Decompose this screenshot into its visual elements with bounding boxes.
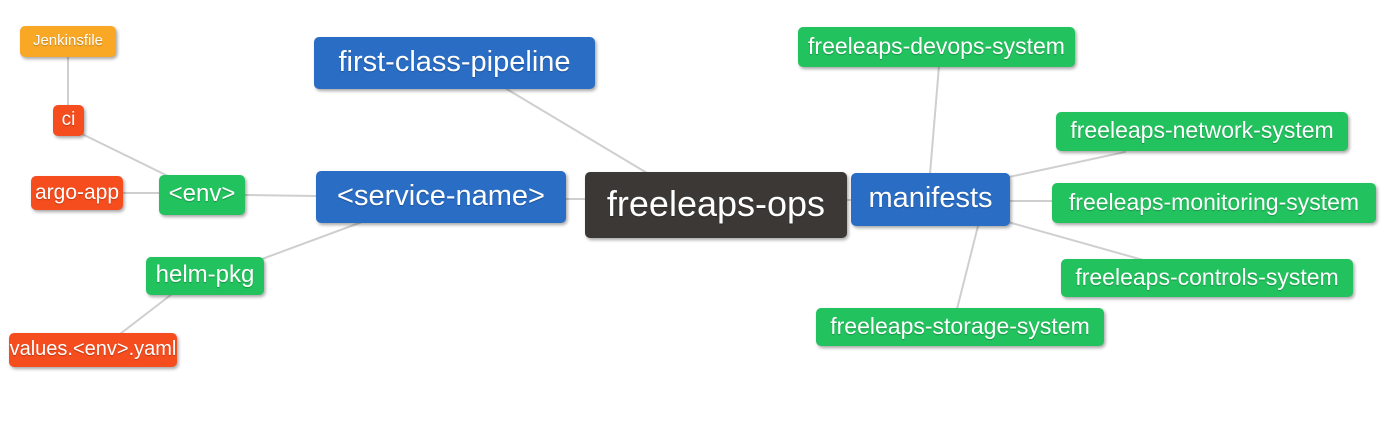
edge-service-name-helm-pkg — [261, 221, 363, 260]
edge-helm-pkg-values-env-yaml — [119, 293, 173, 335]
node-values-env-yaml[interactable]: values.<env>.yaml — [9, 333, 177, 367]
edge-manifests-freeleaps-network-system — [1008, 151, 1126, 178]
edge-ci-env — [81, 133, 173, 179]
edge-manifests-freeleaps-controls-system — [1007, 221, 1144, 261]
edge-first-class-pipeline-freeleaps-ops — [504, 87, 648, 174]
node-env[interactable]: <env> — [159, 175, 245, 215]
node-freeleaps-storage-system[interactable]: freeleaps-storage-system — [816, 308, 1104, 346]
node-freeleaps-network-system[interactable]: freeleaps-network-system — [1056, 112, 1348, 151]
edge-manifests-freeleaps-devops-system — [929, 65, 940, 175]
edge-env-service-name — [244, 194, 317, 197]
node-freeleaps-monitoring-system[interactable]: freeleaps-monitoring-system — [1052, 183, 1376, 223]
node-jenkinsfile[interactable]: Jenkinsfile — [20, 26, 116, 57]
edge-manifests-freeleaps-storage-system — [956, 225, 979, 310]
node-service-name[interactable]: <service-name> — [316, 171, 566, 223]
node-ci[interactable]: ci — [53, 105, 84, 136]
node-freeleaps-controls-system[interactable]: freeleaps-controls-system — [1061, 259, 1353, 297]
node-freeleaps-devops-system[interactable]: freeleaps-devops-system — [798, 27, 1075, 67]
node-first-class-pipeline[interactable]: first-class-pipeline — [314, 37, 595, 89]
node-helm-pkg[interactable]: helm-pkg — [146, 257, 264, 295]
node-freeleaps-ops[interactable]: freeleaps-ops — [585, 172, 847, 238]
node-argo-app[interactable]: argo-app — [31, 176, 123, 210]
node-manifests[interactable]: manifests — [851, 173, 1010, 226]
